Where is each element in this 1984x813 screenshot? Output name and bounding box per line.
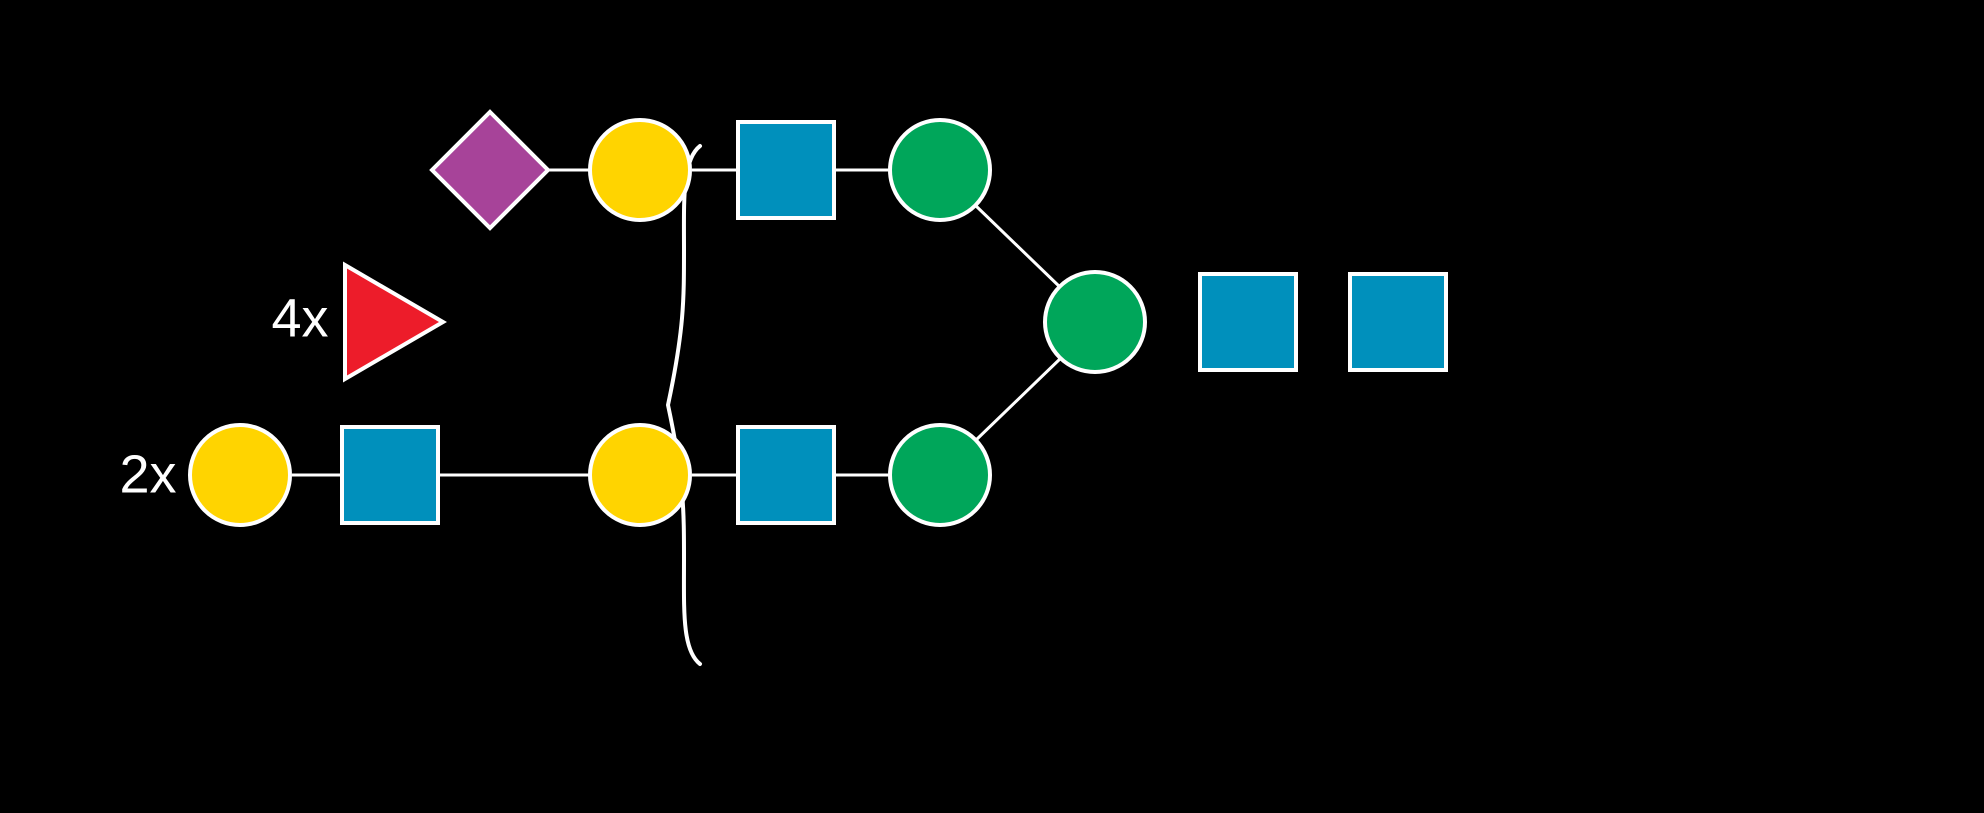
antenna-multiplier-label: 2x [119, 444, 176, 504]
repeat-brace [666, 144, 702, 666]
glcnac-square-core-1[interactable] [1198, 272, 1298, 372]
neuac-diamond[interactable] [429, 109, 551, 231]
glcnac-square-bottom-left[interactable] [340, 425, 440, 525]
fucose-triangle[interactable] [343, 261, 447, 383]
edge-man-top-to-core [973, 203, 1064, 291]
edge-man-bottom-to-core [973, 355, 1064, 443]
mannose-circle-core[interactable] [1043, 270, 1147, 374]
glcnac-square-core-2[interactable] [1348, 272, 1448, 372]
brace-path [666, 144, 702, 666]
mannose-circle-top[interactable] [888, 118, 992, 222]
galactose-circle-top-right[interactable] [588, 118, 692, 222]
label-layer: 4x 2x [119, 288, 328, 504]
glcnac-square-bottom-right[interactable] [736, 425, 836, 525]
glcnac-square-top-right[interactable] [736, 120, 836, 220]
fucose-multiplier-label: 4x [271, 288, 328, 348]
node-layer [188, 109, 1448, 527]
galactose-circle-bottom-right[interactable] [588, 423, 692, 527]
edge-layer [292, 168, 1064, 477]
mannose-circle-bottom[interactable] [888, 423, 992, 527]
galactose-circle-bottom-left[interactable] [188, 423, 292, 527]
